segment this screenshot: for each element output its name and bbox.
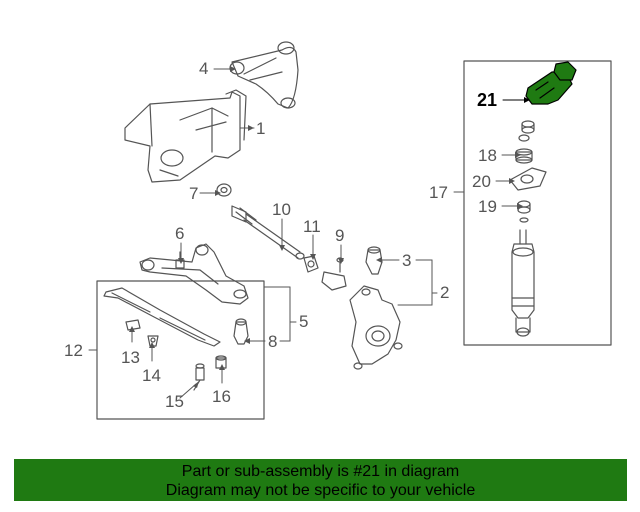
callout-12[interactable]: 12 [64, 341, 83, 360]
callout-13[interactable]: 13 [121, 348, 140, 367]
callout-18[interactable]: 18 [478, 146, 497, 165]
banner-line-1: Part or sub-assembly is #21 in diagram [181, 463, 460, 480]
lower-control-arm[interactable] [139, 243, 249, 305]
stabilizer-bar[interactable] [103, 287, 221, 347]
callout-11[interactable]: 11 [303, 217, 321, 236]
callout-7[interactable]: 7 [189, 184, 199, 203]
nut-16[interactable] [215, 355, 227, 369]
bushing-7[interactable] [216, 183, 232, 197]
tie-rod-10[interactable] [231, 205, 305, 260]
insulator-19[interactable] [517, 200, 531, 223]
callout-20[interactable]: 20 [472, 172, 491, 191]
callout-16[interactable]: 16 [212, 387, 231, 406]
ball-joint-3[interactable] [365, 246, 383, 275]
bushing-13[interactable] [125, 319, 141, 331]
callout-2[interactable]: 2 [440, 283, 450, 302]
shock-absorber[interactable] [511, 229, 535, 337]
callout-21[interactable]: 21 [477, 90, 498, 110]
tie-rod-end-11[interactable] [303, 255, 319, 273]
washer[interactable] [518, 134, 530, 142]
callout-1[interactable]: 1 [256, 119, 266, 138]
bump-stop[interactable] [521, 120, 535, 134]
callout-14[interactable]: 14 [142, 366, 161, 385]
callout-3[interactable]: 3 [402, 251, 412, 270]
outer-tie-rod-end-9[interactable] [321, 257, 347, 291]
callout-4[interactable]: 4 [199, 59, 209, 78]
mount-plate-20[interactable] [509, 167, 547, 191]
bracket-14[interactable] [147, 335, 159, 347]
crossmember-frame[interactable] [124, 89, 247, 183]
callout-8[interactable]: 8 [268, 332, 278, 351]
callout-17[interactable]: 17 [429, 183, 448, 202]
steering-knuckle-2[interactable] [349, 285, 403, 370]
callout-9[interactable]: 9 [335, 226, 345, 245]
info-banner: Part or sub-assembly is #21 in diagram D… [14, 459, 627, 501]
ball-joint-8[interactable] [233, 318, 249, 345]
banner-line-2: Diagram may not be specific to your vehi… [165, 482, 476, 499]
callout-6[interactable]: 6 [175, 224, 185, 243]
callout-10[interactable]: 10 [272, 200, 291, 219]
callout-15[interactable]: 15 [165, 392, 184, 411]
callout-19[interactable]: 19 [478, 197, 497, 216]
upper-strut-mount-21[interactable] [525, 61, 577, 105]
callout-5[interactable]: 5 [299, 312, 309, 331]
group-17-box [463, 60, 612, 346]
